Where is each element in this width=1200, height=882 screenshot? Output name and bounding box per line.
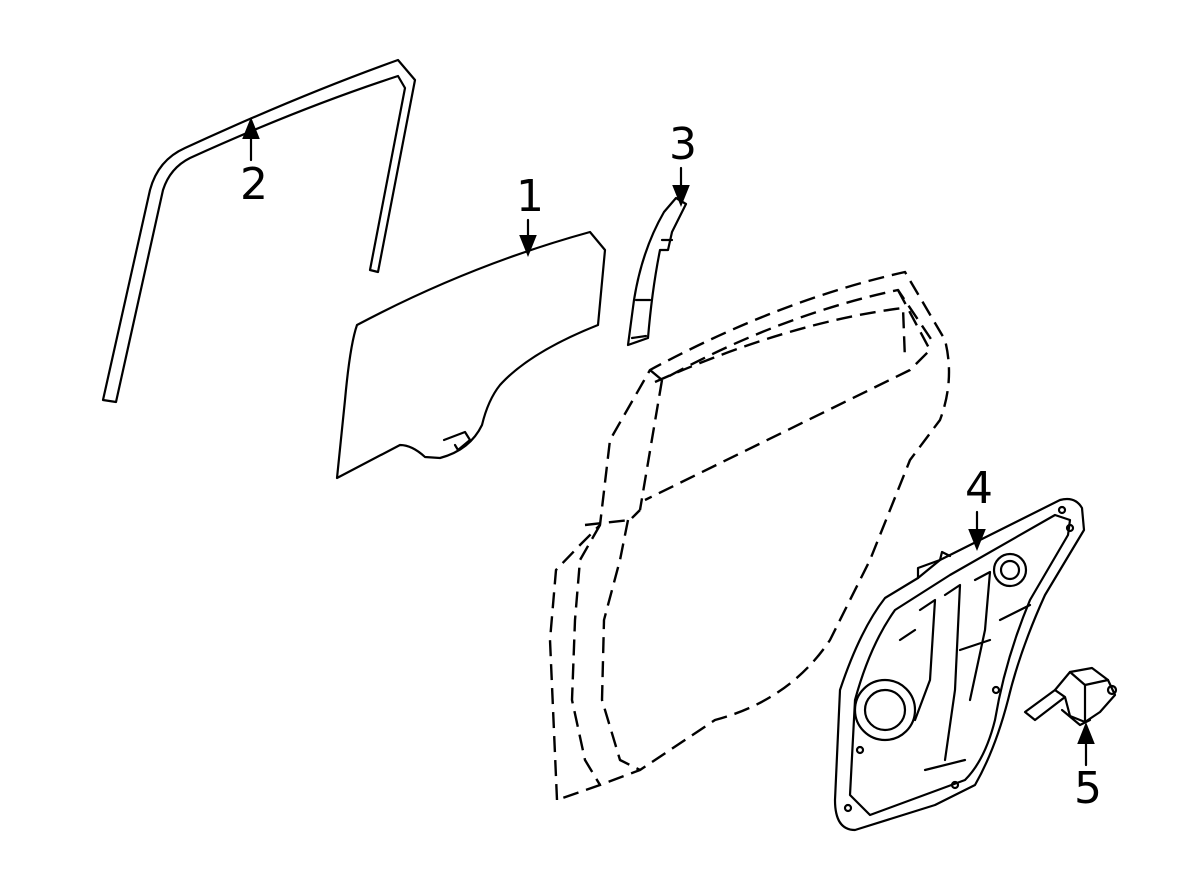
part-3-channel-bracket [626,196,688,347]
callout-5: 5 [1074,763,1102,814]
callout-4: 4 [965,463,993,514]
callout-3: 3 [669,119,697,170]
part-2-run-channel [101,58,417,404]
part-5-regulator-motor [1023,666,1118,727]
part-4-window-regulator [833,497,1086,832]
callout-2: 2 [240,159,268,210]
callout-arrows [242,117,1095,767]
door-shell-outline [548,270,951,802]
callout-1: 1 [516,171,544,222]
part-1-door-glass [335,230,607,480]
